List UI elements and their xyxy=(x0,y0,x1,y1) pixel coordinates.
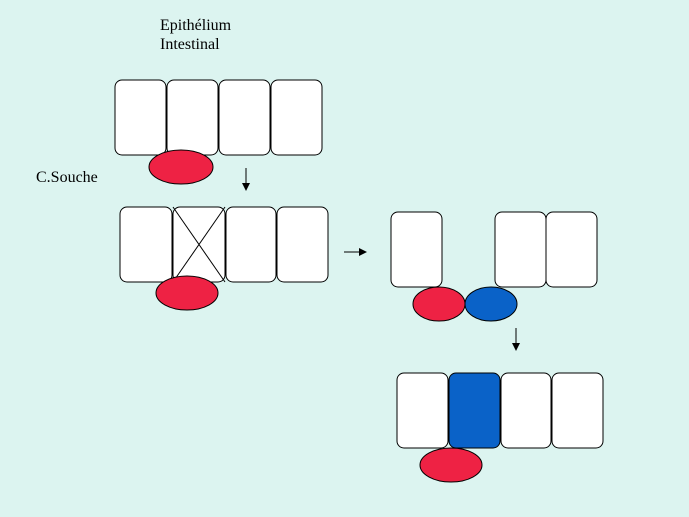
stem-cell xyxy=(148,149,214,185)
stage-4-group xyxy=(396,372,604,483)
epithelial-cell xyxy=(119,206,173,283)
epithelial-cell xyxy=(276,206,329,283)
new-epithelial-cell xyxy=(448,372,501,449)
epithelial-cell xyxy=(114,79,167,156)
stage-2-group xyxy=(119,206,329,311)
epithelial-cell xyxy=(218,79,271,156)
stem-cell xyxy=(155,275,219,311)
epithelial-cell xyxy=(500,372,552,449)
epithelium-label: Epithélium Intestinal xyxy=(160,16,231,54)
epithelium-label-line2: Intestinal xyxy=(160,36,220,53)
epithelial-cell xyxy=(551,372,604,449)
epithelial-cell xyxy=(166,79,219,156)
epithelial-cell xyxy=(545,211,598,288)
epithelium-label-line1: Epithélium xyxy=(160,17,232,34)
epithelial-cell xyxy=(225,206,277,283)
epithelial-cell xyxy=(270,79,323,156)
stem-cell xyxy=(412,286,466,322)
stem-cell-label: C.Souche xyxy=(36,169,98,186)
epithelial-cell xyxy=(494,211,547,288)
epithelial-cell xyxy=(390,211,443,288)
stage-3-group xyxy=(390,211,598,322)
stem-cell xyxy=(419,447,483,483)
cross-line xyxy=(172,206,226,283)
epithelial-cell xyxy=(396,372,449,449)
daughter-cell xyxy=(464,286,518,322)
stage-1-group xyxy=(114,79,323,185)
